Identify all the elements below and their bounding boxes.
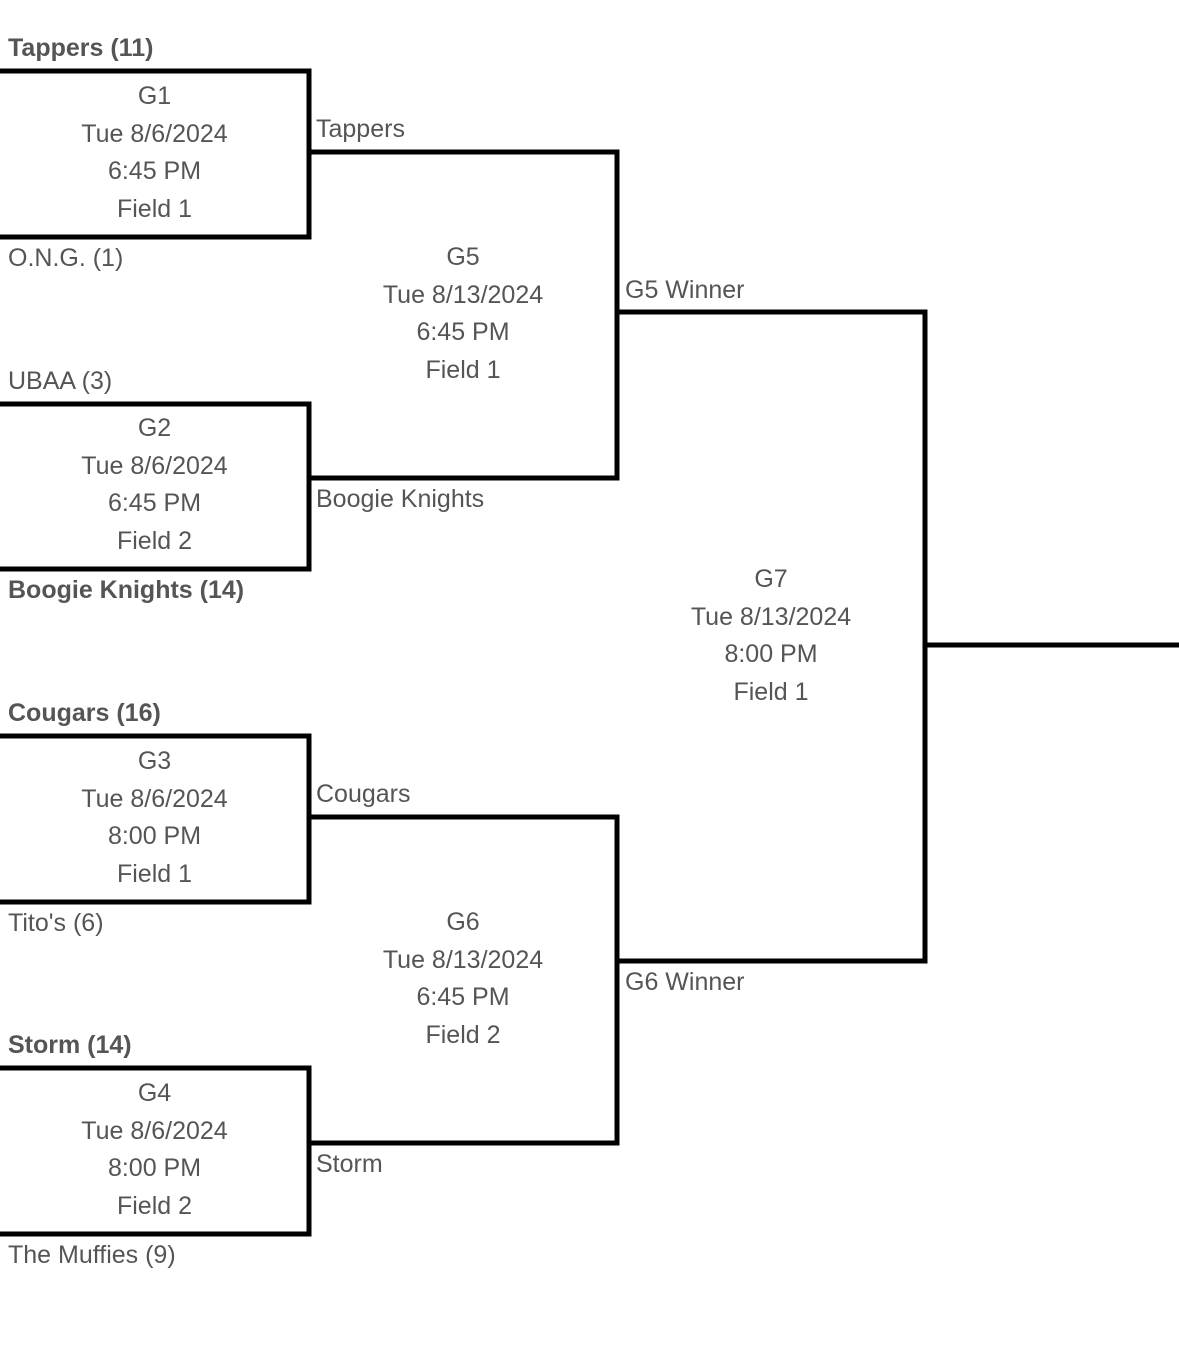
g5-game-info: G5 Tue 8/13/2024 6:45 PM Field 1 (309, 239, 617, 389)
g6-top-team: Cougars (316, 780, 411, 808)
g5-date: Tue 8/13/2024 (382, 280, 544, 309)
g1-top-team: Tappers (11) (8, 34, 154, 62)
g7-date: Tue 8/13/2024 (690, 602, 852, 631)
g7-top-team: G5 Winner (625, 276, 745, 304)
g1-date: Tue 8/6/2024 (81, 119, 228, 148)
g5-field: Field 1 (425, 355, 501, 384)
g4-bracket (0, 1065, 312, 1237)
g3-bottom-team: Tito's (6) (8, 909, 104, 937)
g3-id: G3 (137, 747, 172, 775)
g3-game-info: G3 Tue 8/6/2024 8:00 PM Field 1 (0, 743, 309, 893)
g5-time: 6:45 PM (416, 318, 510, 347)
g2-bracket (0, 401, 312, 572)
g2-field: Field 2 (116, 526, 193, 555)
g7-field: Field 1 (733, 677, 809, 706)
g6-date: Tue 8/13/2024 (382, 945, 544, 974)
g4-id: G4 (137, 1079, 172, 1107)
g5-bottom-team: Boogie Knights (316, 485, 485, 513)
g5-id: G5 (446, 243, 480, 271)
g7-time: 8:00 PM (724, 640, 818, 669)
g6-bracket (306, 814, 620, 1146)
g3-top-team: Cougars (16) (8, 699, 161, 727)
g2-top-team: UBAA (3) (8, 367, 113, 395)
g1-bottom-team: O.N.G. (1) (8, 244, 124, 272)
g7-bracket (614, 309, 928, 964)
g4-bottom-team: The Muffies (9) (8, 1241, 176, 1269)
g6-field: Field 2 (425, 1020, 501, 1049)
g7-id: G7 (754, 565, 788, 593)
g3-date: Tue 8/6/2024 (81, 784, 228, 813)
g6-id: G6 (446, 908, 480, 936)
g2-date: Tue 8/6/2024 (81, 451, 228, 480)
g2-game-info: G2 Tue 8/6/2024 6:45 PM Field 2 (0, 410, 309, 560)
g4-top-team: Storm (14) (8, 1031, 132, 1059)
g7-game-info: G7 Tue 8/13/2024 8:00 PM Field 1 (617, 561, 925, 711)
g6-bottom-team: Storm (316, 1150, 383, 1178)
g6-game-info: G6 Tue 8/13/2024 6:45 PM Field 2 (309, 904, 617, 1054)
g7-bottom-team: G6 Winner (625, 968, 745, 996)
g1-game-info: G1 Tue 8/6/2024 6:45 PM Field 1 (0, 78, 309, 228)
g5-top-team: Tappers (316, 115, 405, 143)
g6-time: 6:45 PM (416, 983, 510, 1012)
g3-time: 8:00 PM (107, 822, 202, 851)
g2-bottom-team: Boogie Knights (14) (8, 576, 245, 604)
g4-time: 8:00 PM (107, 1154, 202, 1183)
g4-date: Tue 8/6/2024 (81, 1116, 228, 1145)
g1-time: 6:45 PM (107, 157, 202, 186)
g2-time: 6:45 PM (107, 489, 202, 518)
g1-id: G1 (137, 82, 172, 110)
g3-field: Field 1 (116, 859, 193, 888)
g1-field: Field 1 (116, 194, 193, 223)
g4-field: Field 2 (116, 1191, 193, 1220)
g4-game-info: G4 Tue 8/6/2024 8:00 PM Field 2 (0, 1075, 309, 1225)
g5-bracket (306, 149, 620, 481)
g2-id: G2 (137, 414, 172, 442)
